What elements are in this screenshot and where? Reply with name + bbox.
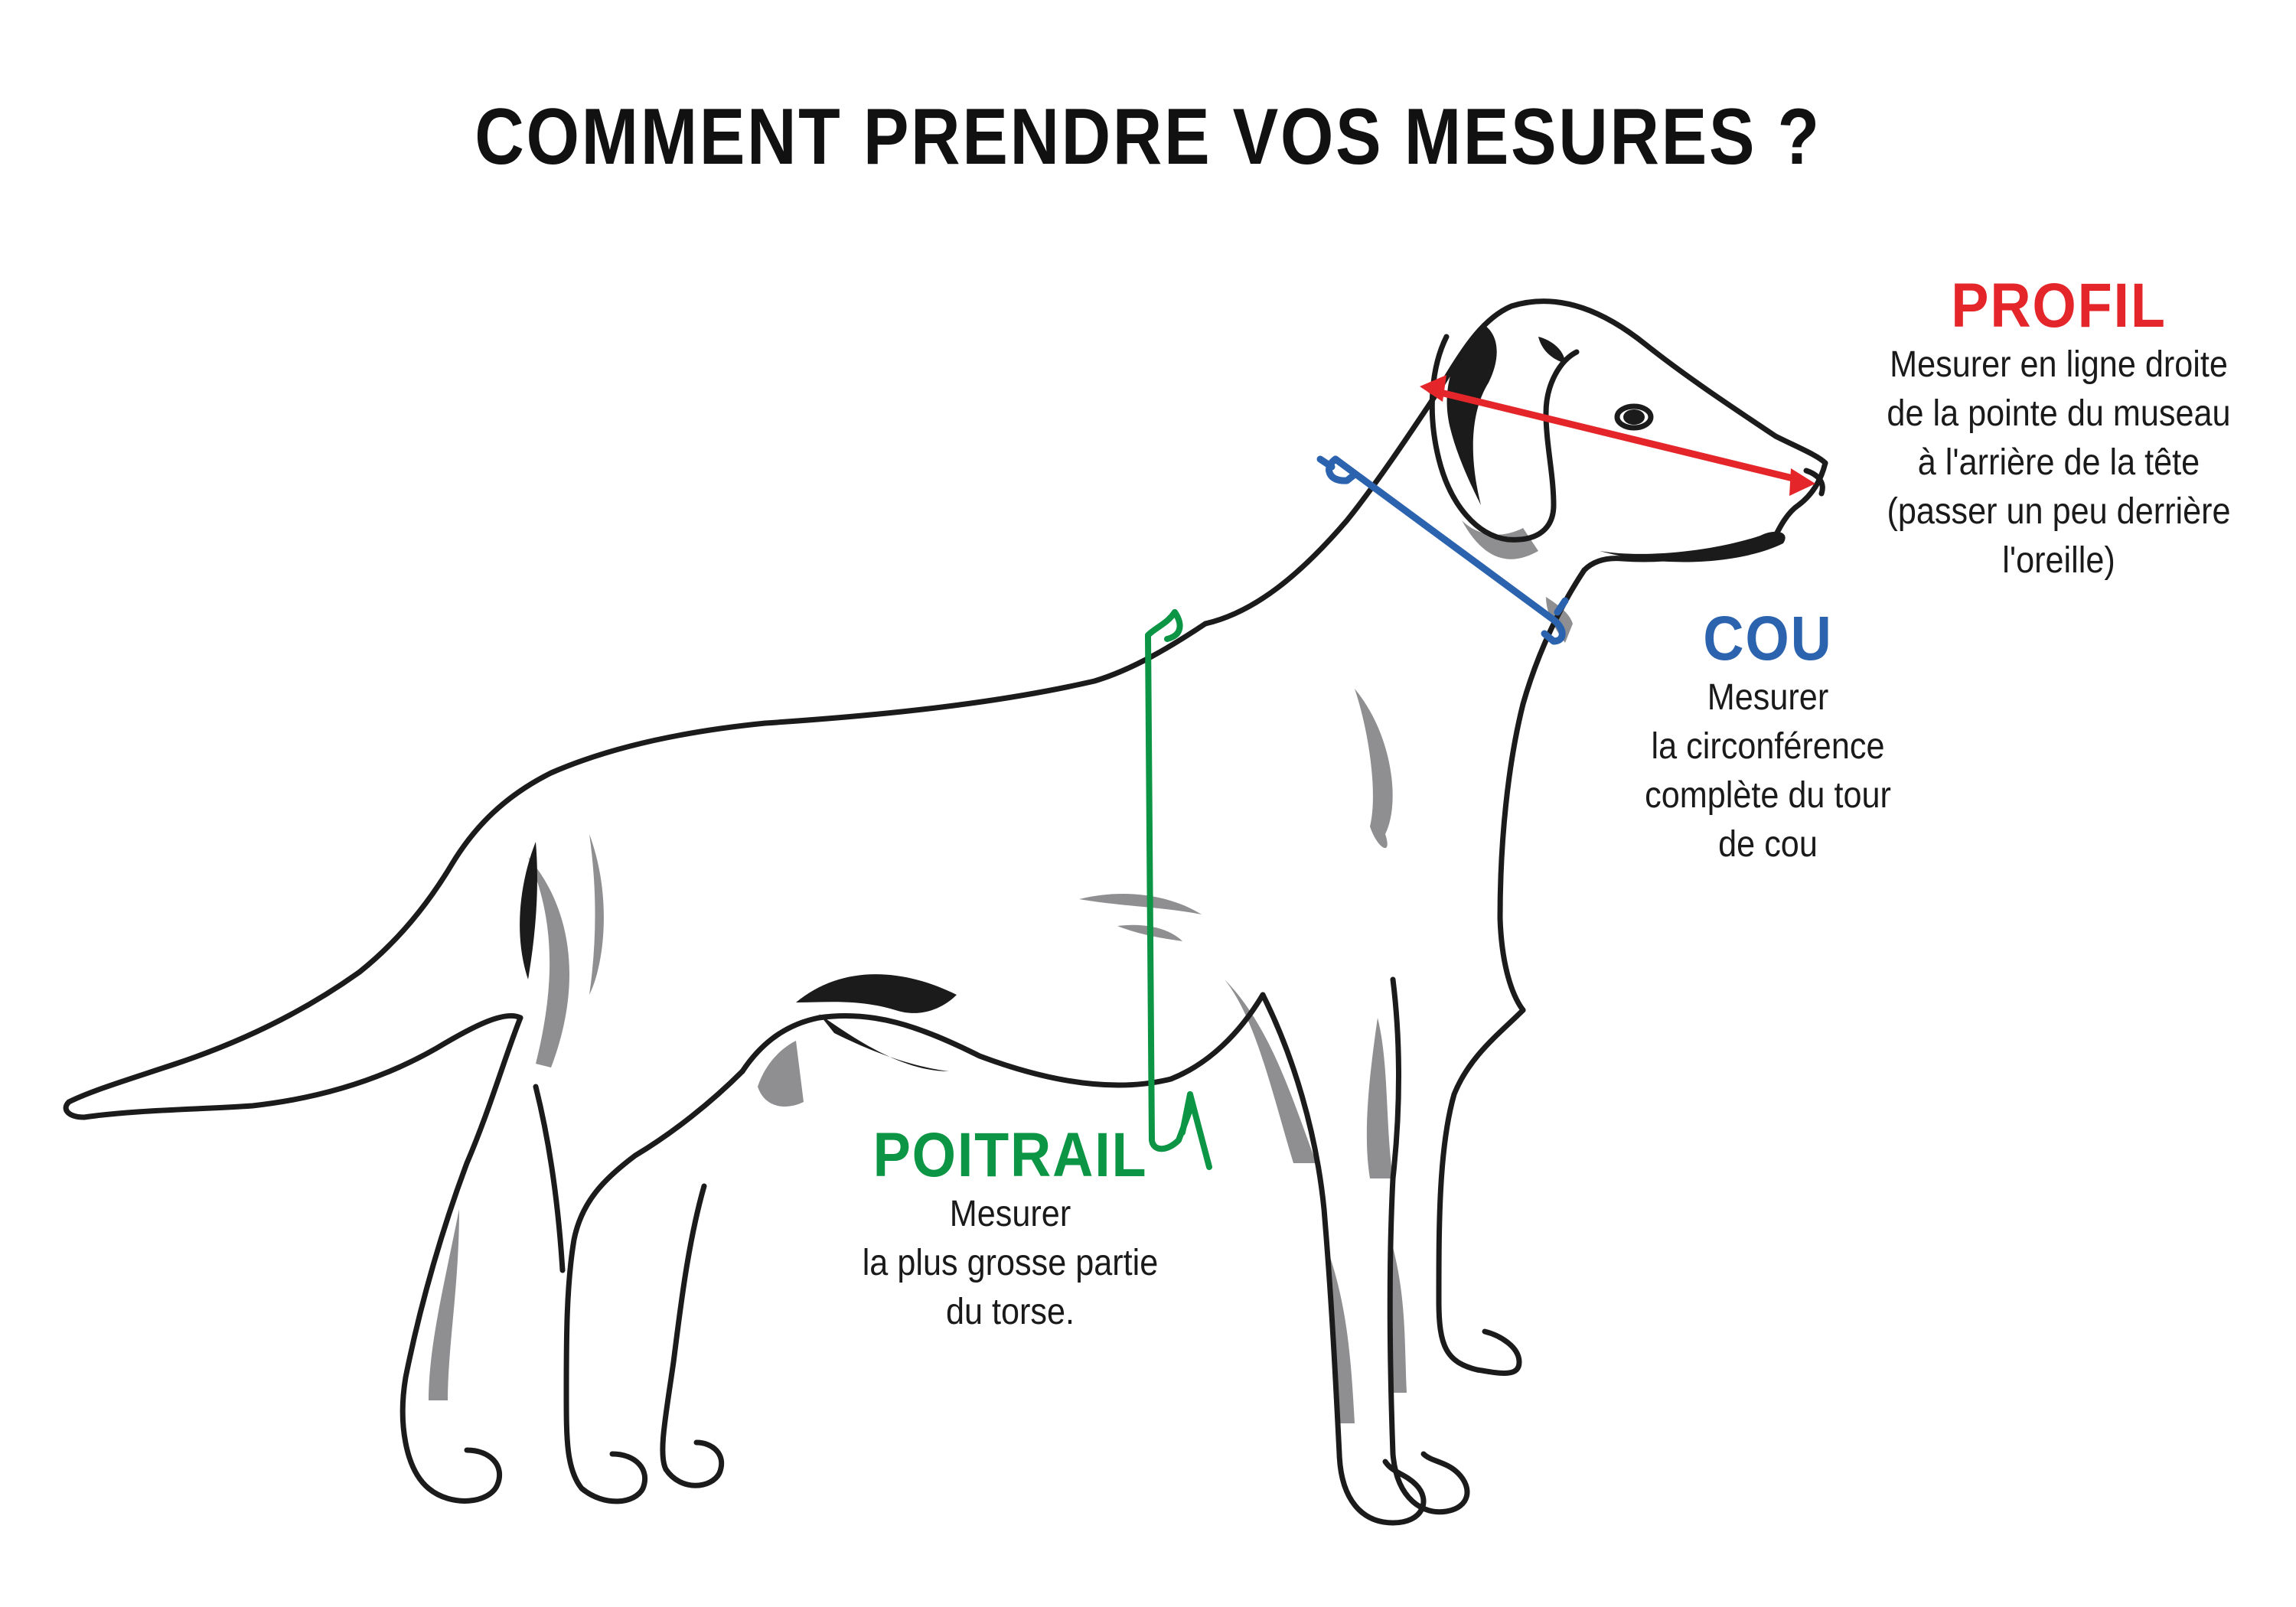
profil-heading: PROFIL bbox=[1951, 271, 2167, 341]
profil-line: l'oreille) bbox=[2002, 540, 2115, 582]
poitrail-line: du torse. bbox=[945, 1292, 1075, 1333]
poitrail-label-block: POITRAIL Mesurer la plus grosse partie d… bbox=[811, 1120, 1209, 1337]
poitrail-line: la plus grosse partie bbox=[862, 1243, 1159, 1284]
poitrail-loop bbox=[1145, 609, 1212, 1170]
profil-line: de la pointe du museau bbox=[1887, 393, 2231, 435]
cou-line: complète du tour bbox=[1645, 775, 1891, 817]
profil-label-block: PROFIL Mesurer en ligne droite de la poi… bbox=[1821, 271, 2296, 585]
dog-outline bbox=[63, 298, 1828, 1526]
profil-line: (passer un peu derrière bbox=[1887, 491, 2231, 533]
poitrail-line: Mesurer bbox=[949, 1194, 1071, 1235]
profil-line: à l'arrière de la tête bbox=[1917, 442, 2200, 484]
cou-line: de cou bbox=[1718, 824, 1818, 865]
profil-line: Mesurer en ligne droite bbox=[1890, 344, 2228, 386]
cou-line: la circonférence bbox=[1651, 726, 1885, 768]
cou-collar bbox=[1316, 455, 1569, 645]
cou-heading: COU bbox=[1703, 604, 1833, 673]
cou-line: Mesurer bbox=[1707, 677, 1829, 719]
dog-eye-pupil bbox=[1623, 409, 1645, 425]
cou-label-block: COU Mesurer la circonférence complète du… bbox=[1592, 604, 1944, 869]
poitrail-heading: POITRAIL bbox=[872, 1120, 1148, 1190]
dog-dark-accents bbox=[520, 325, 1786, 1071]
profil-arrow bbox=[1420, 375, 1815, 496]
page-title: COMMENT PRENDRE VOS MESURES ? bbox=[475, 93, 1821, 181]
